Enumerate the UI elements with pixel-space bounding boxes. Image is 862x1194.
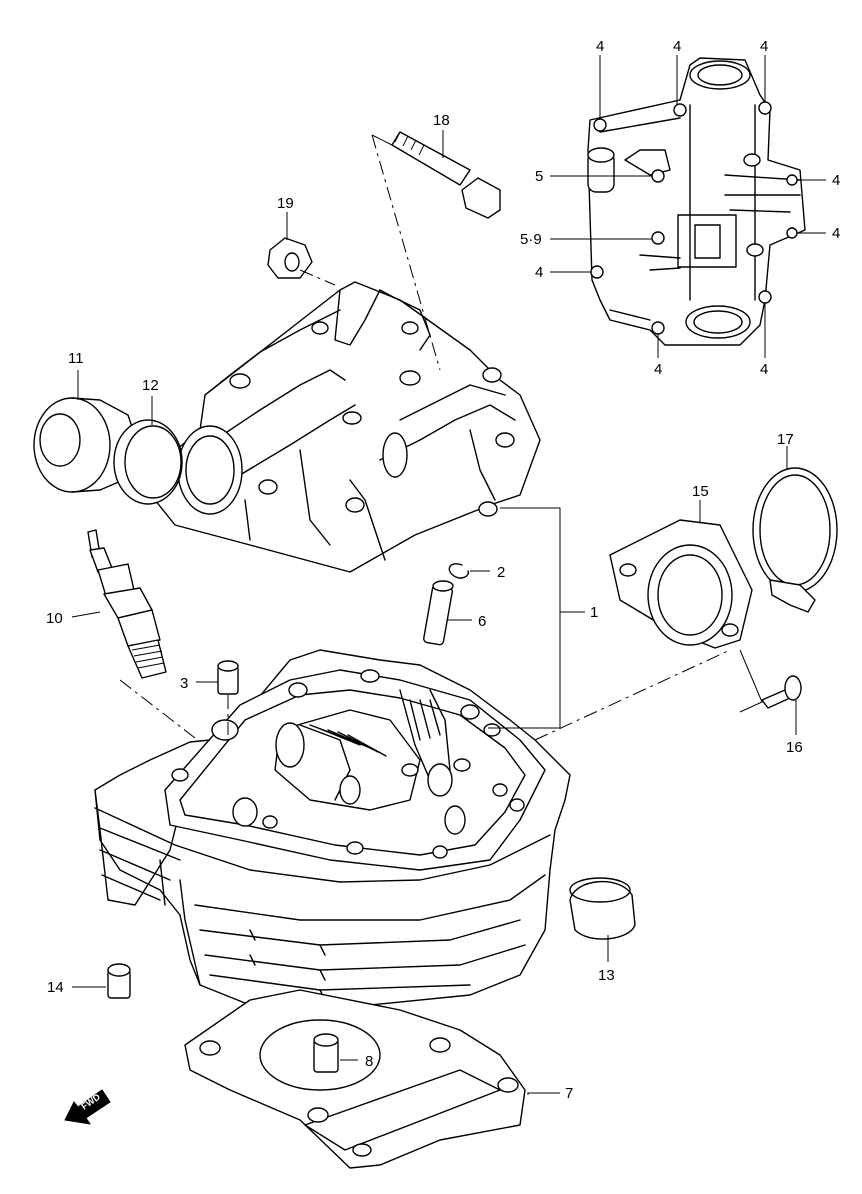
callout-17[interactable]: 17 <box>777 431 794 448</box>
part-17-clamp <box>752 467 838 613</box>
callout-1[interactable]: 1 <box>590 604 598 621</box>
callout-7[interactable]: 7 <box>565 1085 573 1102</box>
callout-4-f[interactable]: 4 <box>535 264 543 281</box>
part-18-bolt <box>391 131 501 219</box>
cover-bolt-pattern-inset <box>587 57 806 346</box>
part-12-o-ring <box>113 419 183 505</box>
part-14-dowel-pin <box>107 963 131 999</box>
callout-4-h[interactable]: 4 <box>760 361 768 378</box>
callout-5[interactable]: 5 <box>535 168 543 185</box>
callout-13[interactable]: 13 <box>598 967 615 984</box>
fwd-arrow-icon: FWD <box>64 1089 111 1125</box>
callout-16[interactable]: 16 <box>786 739 803 756</box>
part-3-dowel-pin <box>217 660 239 695</box>
callout-3[interactable]: 3 <box>180 675 188 692</box>
callout-8[interactable]: 8 <box>365 1053 373 1070</box>
callout-4-d[interactable]: 4 <box>832 172 840 189</box>
part-7-cylinder-gasket <box>184 989 526 1169</box>
callout-4-c[interactable]: 4 <box>760 38 768 55</box>
callout-11[interactable]: 11 <box>68 350 84 367</box>
callout-10[interactable]: 10 <box>46 610 63 627</box>
callout-4-e[interactable]: 4 <box>832 225 840 242</box>
callout-19[interactable]: 19 <box>277 195 294 212</box>
callout-4-g[interactable]: 4 <box>654 361 662 378</box>
part-13-plug <box>569 877 636 940</box>
callout-14[interactable]: 14 <box>47 979 64 996</box>
callout-4-a[interactable]: 4 <box>596 38 604 55</box>
part-2-clip <box>448 563 469 579</box>
part-8-dowel-pin <box>313 1033 339 1073</box>
callout-6[interactable]: 6 <box>478 613 486 630</box>
callout-2[interactable]: 2 <box>497 564 505 581</box>
part-15-intake-pipe <box>609 519 753 649</box>
callout-4-b[interactable]: 4 <box>673 38 681 55</box>
leader-lines <box>71 55 826 1095</box>
callout-15[interactable]: 15 <box>692 483 709 500</box>
cylinder-head <box>94 649 571 1011</box>
callout-12[interactable]: 12 <box>142 377 159 394</box>
part-6-valve-guide <box>423 580 454 646</box>
part-19-cap-nut <box>267 237 313 279</box>
part-16-screw <box>761 675 802 709</box>
part-10-spark-plug <box>87 529 167 679</box>
cylinder-head-cover <box>154 281 541 573</box>
part-11-cap <box>33 397 139 493</box>
callout-18[interactable]: 18 <box>433 112 450 129</box>
callout-labels: 1 2 3 4 4 4 4 4 4 4 4 5 5·9 6 7 8 10 11 … <box>46 38 840 1102</box>
callout-5-9[interactable]: 5·9 <box>520 231 542 248</box>
